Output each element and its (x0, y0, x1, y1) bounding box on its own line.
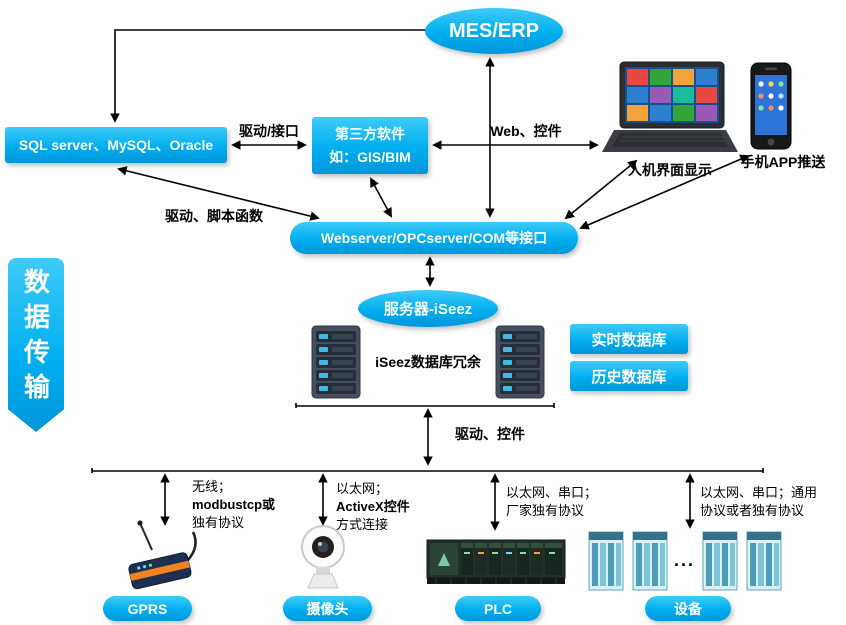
camera-conn-line3: 方式连接 (336, 517, 389, 532)
gprs-conn-line3: 独有协议 (192, 515, 245, 530)
device-conn-line1: 以太网、串口；通用 (700, 485, 818, 500)
pill-gprs: GPRS (103, 596, 192, 621)
edge-label-gprs-conn: 无线； modbustcp或 独有协议 (192, 478, 304, 532)
edge-label-drive-controls: 驱动、控件 (455, 426, 525, 442)
arrow-phone-webserver (579, 154, 750, 230)
gprs-modem-icon (128, 520, 197, 590)
gprs-conn-line1: 无线； (192, 479, 232, 494)
server-bus-line (295, 403, 555, 408)
edge-label-drive-script: 驱动、脚本函数 (165, 208, 263, 224)
camera-icon (301, 525, 345, 589)
phone-push-label: 手机APP推送 (740, 154, 826, 170)
db-redundancy-label: iSeez数据库冗余 (375, 354, 481, 370)
arrow-mes-to-sql (110, 29, 430, 123)
pill-camera: 摄像头 (283, 596, 372, 621)
third-party-line1: 第三方软件 (335, 126, 405, 143)
pill-device: 设备 (645, 596, 731, 621)
node-webserver-interface: Webserver/OPCserver/COM等接口 (290, 222, 578, 254)
gprs-conn-line2: modbustcp或 (192, 497, 276, 512)
edge-label-plc-conn: 以太网、串口； 厂家独有协议 (506, 484, 641, 520)
node-realtime-db: 实时数据库 (570, 324, 688, 354)
data-transmission-banner: 数据传输 (8, 258, 64, 432)
edge-label-camera-conn: 以太网； ActiveX控件 方式连接 (336, 480, 448, 534)
node-third-party-software: 第三方软件 如：GIS/BIM (312, 117, 428, 174)
equipment-ellipsis: ... (674, 550, 696, 570)
node-history-db: 历史数据库 (570, 361, 688, 391)
equipment-cabinets-right-icon (702, 531, 782, 591)
plc-rack-icon (426, 539, 566, 584)
edge-label-web-controls: Web、控件 (490, 123, 562, 139)
banner-text: 数据传输 (20, 268, 51, 408)
third-party-line2: 如：GIS/BIM (329, 148, 411, 165)
node-sql-databases: SQL server、MySQL、Oracle (5, 127, 227, 163)
pill-plc: PLC (455, 596, 541, 621)
phone-icon (750, 62, 792, 150)
device-conn-line2: 协议或者独有协议 (700, 503, 805, 518)
arrow-sql-webserver (117, 166, 320, 221)
plc-conn-line1: 以太网、串口； (506, 485, 598, 500)
field-bus-line (91, 468, 764, 473)
equipment-cabinets-left-icon (588, 531, 668, 591)
plc-conn-line2: 厂家独有协议 (506, 503, 585, 518)
server-tower-right-icon (495, 325, 545, 399)
edge-label-drive-interface: 驱动/接口 (239, 123, 299, 139)
node-server-iseez: 服务器-iSeez (358, 290, 498, 327)
hmi-label: 人机界面显示 (628, 162, 712, 178)
hmi-tablet-icon (602, 61, 738, 152)
camera-conn-line2: ActiveX控件 (336, 499, 410, 514)
edge-label-device-conn: 以太网、串口；通用 协议或者独有协议 (700, 484, 840, 520)
node-mes-erp: MES/ERP (425, 8, 563, 54)
camera-conn-line1: 以太网； (336, 481, 389, 496)
server-tower-left-icon (311, 325, 361, 399)
arrow-thirdparty-webserver (370, 177, 392, 218)
